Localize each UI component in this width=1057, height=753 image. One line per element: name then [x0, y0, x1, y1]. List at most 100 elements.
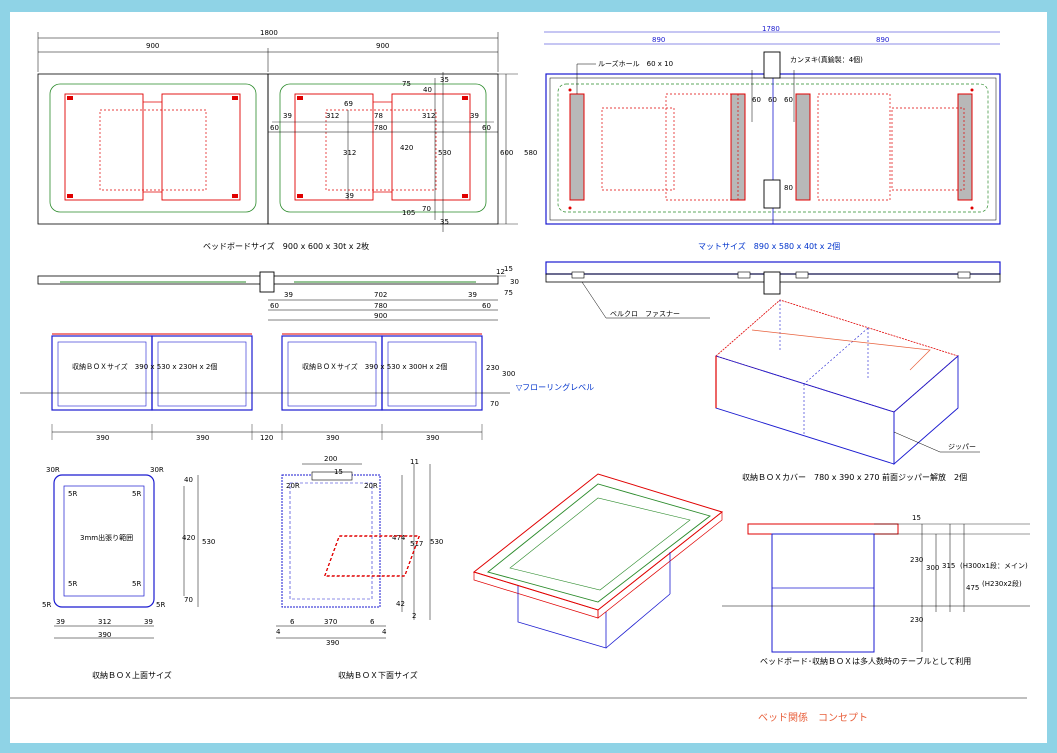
dim-475: 475	[966, 584, 979, 592]
dim-900-side: 900	[374, 312, 387, 320]
dim-60-right: 60	[482, 124, 491, 132]
dim-78: 78	[374, 112, 383, 120]
dim-890-b: 890	[876, 36, 889, 44]
dim-200: 200	[324, 455, 337, 463]
cad-drawing: 1800 900 900 75 40 35	[10, 25, 1030, 724]
side-views: 12 15 30 75 60 39 702 39 60 780 900 ベルクロ…	[37, 261, 1001, 321]
bed-isometric	[323, 473, 724, 649]
note-two-tier: (H230x2段)	[982, 579, 1022, 588]
dim-11: 11	[410, 458, 419, 466]
dim-70-top: 70	[184, 596, 193, 604]
dim-312-c: 312	[343, 149, 356, 157]
dim-230-table: 230	[910, 556, 923, 564]
box-bottom-caption: 収納ＢＯＸ下面サイズ	[338, 670, 418, 680]
zipper-label: ジッパー	[948, 443, 976, 451]
dim-15-bottom: 15	[334, 468, 343, 476]
radius-30r-left: 30R	[46, 466, 60, 474]
radius-20r-left: 20R	[286, 482, 300, 490]
dim-6-left: 6	[290, 618, 295, 626]
table-elevation: 15 230 300 315 (H300x1段：メイン) (H230x2段) 4…	[722, 514, 1030, 666]
bed-board-plan: 1800 900 900 75 40 35	[37, 29, 537, 251]
dim-39-top-right: 39	[144, 618, 153, 626]
dim-900-a: 900	[146, 42, 159, 50]
dim-300-table: 300	[926, 564, 939, 572]
dim-39-bottom: 39	[345, 192, 354, 200]
note-main-tier: (H300x1段：メイン)	[960, 561, 1028, 570]
table-top	[747, 523, 899, 535]
dim-35-bottom: 35	[440, 218, 449, 226]
dim-890-a: 890	[652, 36, 665, 44]
dim-39-left: 39	[283, 112, 292, 120]
dim-40: 40	[423, 86, 432, 94]
dim-60-b: 60	[768, 96, 777, 104]
dim-39-side-left: 39	[284, 291, 293, 299]
dim-39-right: 39	[470, 112, 479, 120]
radius-20r-right: 20R	[364, 482, 378, 490]
dim-105: 105	[402, 209, 415, 217]
dim-120: 120	[260, 434, 273, 442]
dim-39-top-left: 39	[56, 618, 65, 626]
dim-40-top: 40	[184, 476, 193, 484]
dim-35-top: 35	[440, 76, 449, 84]
loose-hole-label: ルーズホール 60 x 10	[598, 59, 673, 68]
dim-4-right: 4	[382, 628, 387, 636]
dim-390-top: 390	[98, 631, 111, 639]
radius-5r-a: 5R	[68, 490, 77, 498]
radius-5r-c: 5R	[68, 580, 77, 588]
drawing-sheet: 1800 900 900 75 40 35	[10, 12, 1047, 743]
dim-390-bottom: 390	[326, 639, 339, 647]
dim-315: 315	[942, 562, 955, 570]
box-cover-isometric: ジッパー 収納ＢＯＸカバー 780 x 390 x 270 前面ジッパー解放 2…	[715, 299, 980, 482]
dim-390-2: 390	[196, 434, 209, 442]
dim-80: 80	[784, 184, 793, 192]
dim-312-a: 312	[326, 112, 339, 120]
dim-60-c: 60	[784, 96, 793, 104]
dim-15-table: 15	[912, 514, 921, 522]
flooring-level-label: ▽フローリングレベル	[516, 382, 594, 392]
dim-780: 780	[374, 124, 387, 132]
mat-caption: マットサイズ 890 x 580 x 40t x 2個	[698, 241, 840, 251]
radius-5r-e: 5R	[42, 601, 51, 609]
dim-15: 15	[504, 265, 513, 273]
dim-60-left: 60	[270, 124, 279, 132]
dim-390-4: 390	[426, 434, 439, 442]
dim-370: 370	[324, 618, 337, 626]
dim-474: 474	[392, 534, 406, 542]
radius-30r-right: 30R	[150, 466, 164, 474]
dim-900-b: 900	[376, 42, 389, 50]
dim-420-top: 420	[182, 534, 195, 542]
dim-75: 75	[402, 80, 411, 88]
dim-30: 30	[510, 278, 519, 286]
radius-5r-f: 5R	[156, 601, 165, 609]
dim-60-a: 60	[752, 96, 761, 104]
dim-42: 42	[396, 600, 405, 608]
box-top-caption: 収納ＢＯＸ上面サイズ	[92, 670, 172, 680]
velcro-label: ベルクロ ファスナー	[610, 310, 680, 318]
dim-69: 69	[344, 100, 353, 108]
box-label-230h: 収納ＢＯＸサイズ 390 x 530 x 230H x 2個	[72, 362, 217, 371]
dim-70-floor: 70	[490, 400, 499, 408]
dim-312-top: 312	[98, 618, 111, 626]
dim-1780: 1780	[762, 25, 780, 33]
mat-plan: 1780 890 890 ルーズホール 60 x 10 カンヌキ(真鍮製：4個)…	[544, 25, 1001, 251]
dim-1800: 1800	[260, 29, 278, 37]
sheet-title: ベッド関係 コンセプト	[758, 712, 868, 724]
dim-60-side-right: 60	[482, 302, 491, 310]
dim-530: 530	[438, 149, 451, 157]
dim-4-left: 4	[276, 628, 281, 636]
dim-6-right: 6	[370, 618, 375, 626]
box-cover-caption: 収納ＢＯＸカバー 780 x 390 x 270 前面ジッパー解放 2個	[742, 472, 967, 482]
radius-5r-b: 5R	[132, 490, 141, 498]
dim-12: 12	[496, 268, 505, 276]
dim-702: 702	[374, 291, 387, 299]
dim-580: 580	[524, 149, 537, 157]
dim-530-bottom: 530	[430, 538, 443, 546]
dim-390-3: 390	[326, 434, 339, 442]
storage-box-elevation: 収納ＢＯＸサイズ 390 x 530 x 230H x 2個 収納ＢＯＸサイズ …	[20, 333, 594, 442]
board-right	[267, 73, 499, 225]
dim-39-side-right: 39	[468, 291, 477, 299]
dim-2: 2	[412, 612, 416, 620]
box-top-view: 30R 30R 5R 5R 5R 5R 5R 5R 3mm出張り範囲 40 42…	[42, 466, 215, 680]
dim-312-b: 312	[422, 112, 435, 120]
kannuki-label: カンヌキ(真鍮製：4個)	[790, 55, 863, 64]
